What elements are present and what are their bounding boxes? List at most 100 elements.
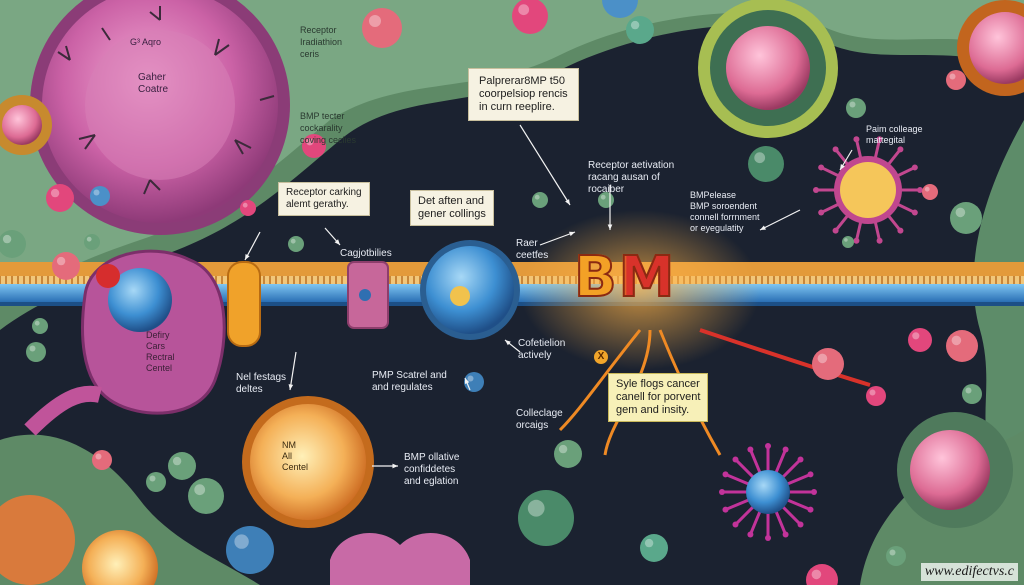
vesicle-highlight xyxy=(849,101,856,108)
vesicle-highlight xyxy=(50,188,60,198)
annotation-arrow xyxy=(519,124,571,206)
annotation-arrowhead xyxy=(334,239,340,245)
cell-spike-tip xyxy=(747,531,754,538)
vesicle-highlight xyxy=(600,194,606,200)
cell-spike-tip xyxy=(782,446,789,453)
vesicle-highlight xyxy=(234,534,249,549)
vesicle-highlight xyxy=(369,15,381,27)
cell-spike xyxy=(748,510,762,536)
cell-spike xyxy=(873,219,882,243)
cell-spike xyxy=(886,147,902,167)
cell-spike xyxy=(748,448,762,474)
pain-collage-label: Paim colleage mattegital xyxy=(866,124,923,145)
floating-vesicle xyxy=(922,184,938,200)
vesicle-highlight xyxy=(29,345,36,352)
annotation-arrowhead xyxy=(840,164,845,170)
cell-spike xyxy=(733,506,754,527)
floating-vesicle xyxy=(806,564,838,585)
vesicle-highlight xyxy=(527,499,545,517)
vesicle-highlight xyxy=(467,375,474,382)
cell-spike xyxy=(873,137,882,161)
bm-text: BM xyxy=(573,245,677,310)
cell-spike-tip xyxy=(747,446,754,453)
vesicle-highlight xyxy=(149,475,156,482)
floating-vesicle xyxy=(46,184,74,212)
annotation-arrowhead xyxy=(392,463,398,469)
vesicle-highlight xyxy=(534,194,540,200)
floating-vesicle xyxy=(26,342,46,362)
vesicle-highlight xyxy=(965,387,972,394)
vesicle-highlight xyxy=(518,4,530,16)
vesicle-highlight xyxy=(644,538,654,548)
vesicle-highlight xyxy=(56,256,66,266)
vesicle-highlight xyxy=(912,332,920,340)
floating-vesicle xyxy=(866,386,886,406)
cell-spike-tip xyxy=(797,456,804,463)
cofeticles-label: Cofetielion actively xyxy=(518,338,566,361)
nni-all-label: NM All Centel xyxy=(282,440,309,472)
cagjotbilies-label: Cagjotbilies xyxy=(340,248,392,259)
cell-spike-tip xyxy=(897,227,904,234)
annotation-arrowhead xyxy=(569,231,575,237)
det-aften-box: Det aften and gener collings xyxy=(410,190,494,226)
vesicle-highlight xyxy=(955,207,966,218)
cell-spike-tip xyxy=(807,471,814,478)
vesicle-highlight xyxy=(630,20,640,30)
cell-spike-tip xyxy=(797,521,804,528)
vesicle-highlight xyxy=(242,202,248,208)
floating-vesicle xyxy=(188,478,224,514)
floating-vesicle xyxy=(288,236,304,252)
cell-spike-tip xyxy=(832,146,839,153)
vesicle-highlight xyxy=(34,320,40,326)
cell-spike xyxy=(854,137,863,161)
pmp-scatrel-label: PMP Scatrel and and regulates xyxy=(372,370,447,393)
annotation-arrowhead xyxy=(464,378,470,384)
floating-vesicle xyxy=(240,200,256,216)
cell-spike xyxy=(895,202,917,215)
cell-spike-tip xyxy=(732,521,739,528)
top-info-box: Palprerar8MP t50 coorpelsiop rencis in c… xyxy=(468,68,579,121)
floating-vesicle xyxy=(302,134,326,158)
receptor-activation-label: Receptor aetivation racang ausan of roca… xyxy=(588,160,675,195)
vesicle-highlight xyxy=(2,234,12,244)
annotation-arrowhead xyxy=(288,384,294,390)
vesicle-highlight xyxy=(306,138,314,146)
cell-spike xyxy=(774,510,788,536)
cell-spike-tip xyxy=(813,187,819,193)
floating-vesicle xyxy=(92,450,112,470)
annotation-arrowhead xyxy=(245,254,250,260)
bmp-tecter-label: BMP tecter cockarality coving ceclies xyxy=(300,111,357,145)
syle-flogs-box: Syle flogs cancer canell for porvent gem… xyxy=(608,373,709,422)
cell-spike-tip xyxy=(911,209,918,216)
annotation-arrowhead xyxy=(505,340,511,346)
bmp-release-label: BMPelease BMP soroendent connell forrnme… xyxy=(690,190,760,233)
floating-vesicle xyxy=(640,534,668,562)
cell-spike-tip xyxy=(897,146,904,153)
vesicle-highlight xyxy=(194,484,206,496)
annotation-arrow xyxy=(289,351,297,391)
vesicle-highlight xyxy=(93,189,100,196)
cell-spike-tip xyxy=(765,535,771,541)
annotation-arrowhead xyxy=(565,199,570,205)
floating-vesicle xyxy=(362,8,402,48)
floating-vesicle xyxy=(554,440,582,468)
cell-spike xyxy=(724,472,750,486)
vesicle-highlight xyxy=(844,238,848,242)
floating-vesicle xyxy=(512,0,548,34)
floating-vesicle xyxy=(886,546,906,566)
rater-ceetfes-label: Raer ceetfes xyxy=(516,238,549,261)
vesicle-highlight xyxy=(95,453,102,460)
floating-vesicle xyxy=(90,186,110,206)
cell-spike-tip xyxy=(719,489,725,495)
cell-spike xyxy=(834,213,850,233)
floating-vesicle xyxy=(32,318,48,334)
defiry-cars-label: Defiry Cars Rectral Centel xyxy=(146,330,175,373)
cell-spike xyxy=(886,213,902,233)
floating-vesicle xyxy=(842,236,854,248)
cell-spike-tip xyxy=(876,136,883,143)
vesicle-highlight xyxy=(558,444,568,454)
cell-spike-tip xyxy=(832,227,839,234)
cell-spike-tip xyxy=(722,471,729,478)
floating-vesicle xyxy=(52,252,80,280)
